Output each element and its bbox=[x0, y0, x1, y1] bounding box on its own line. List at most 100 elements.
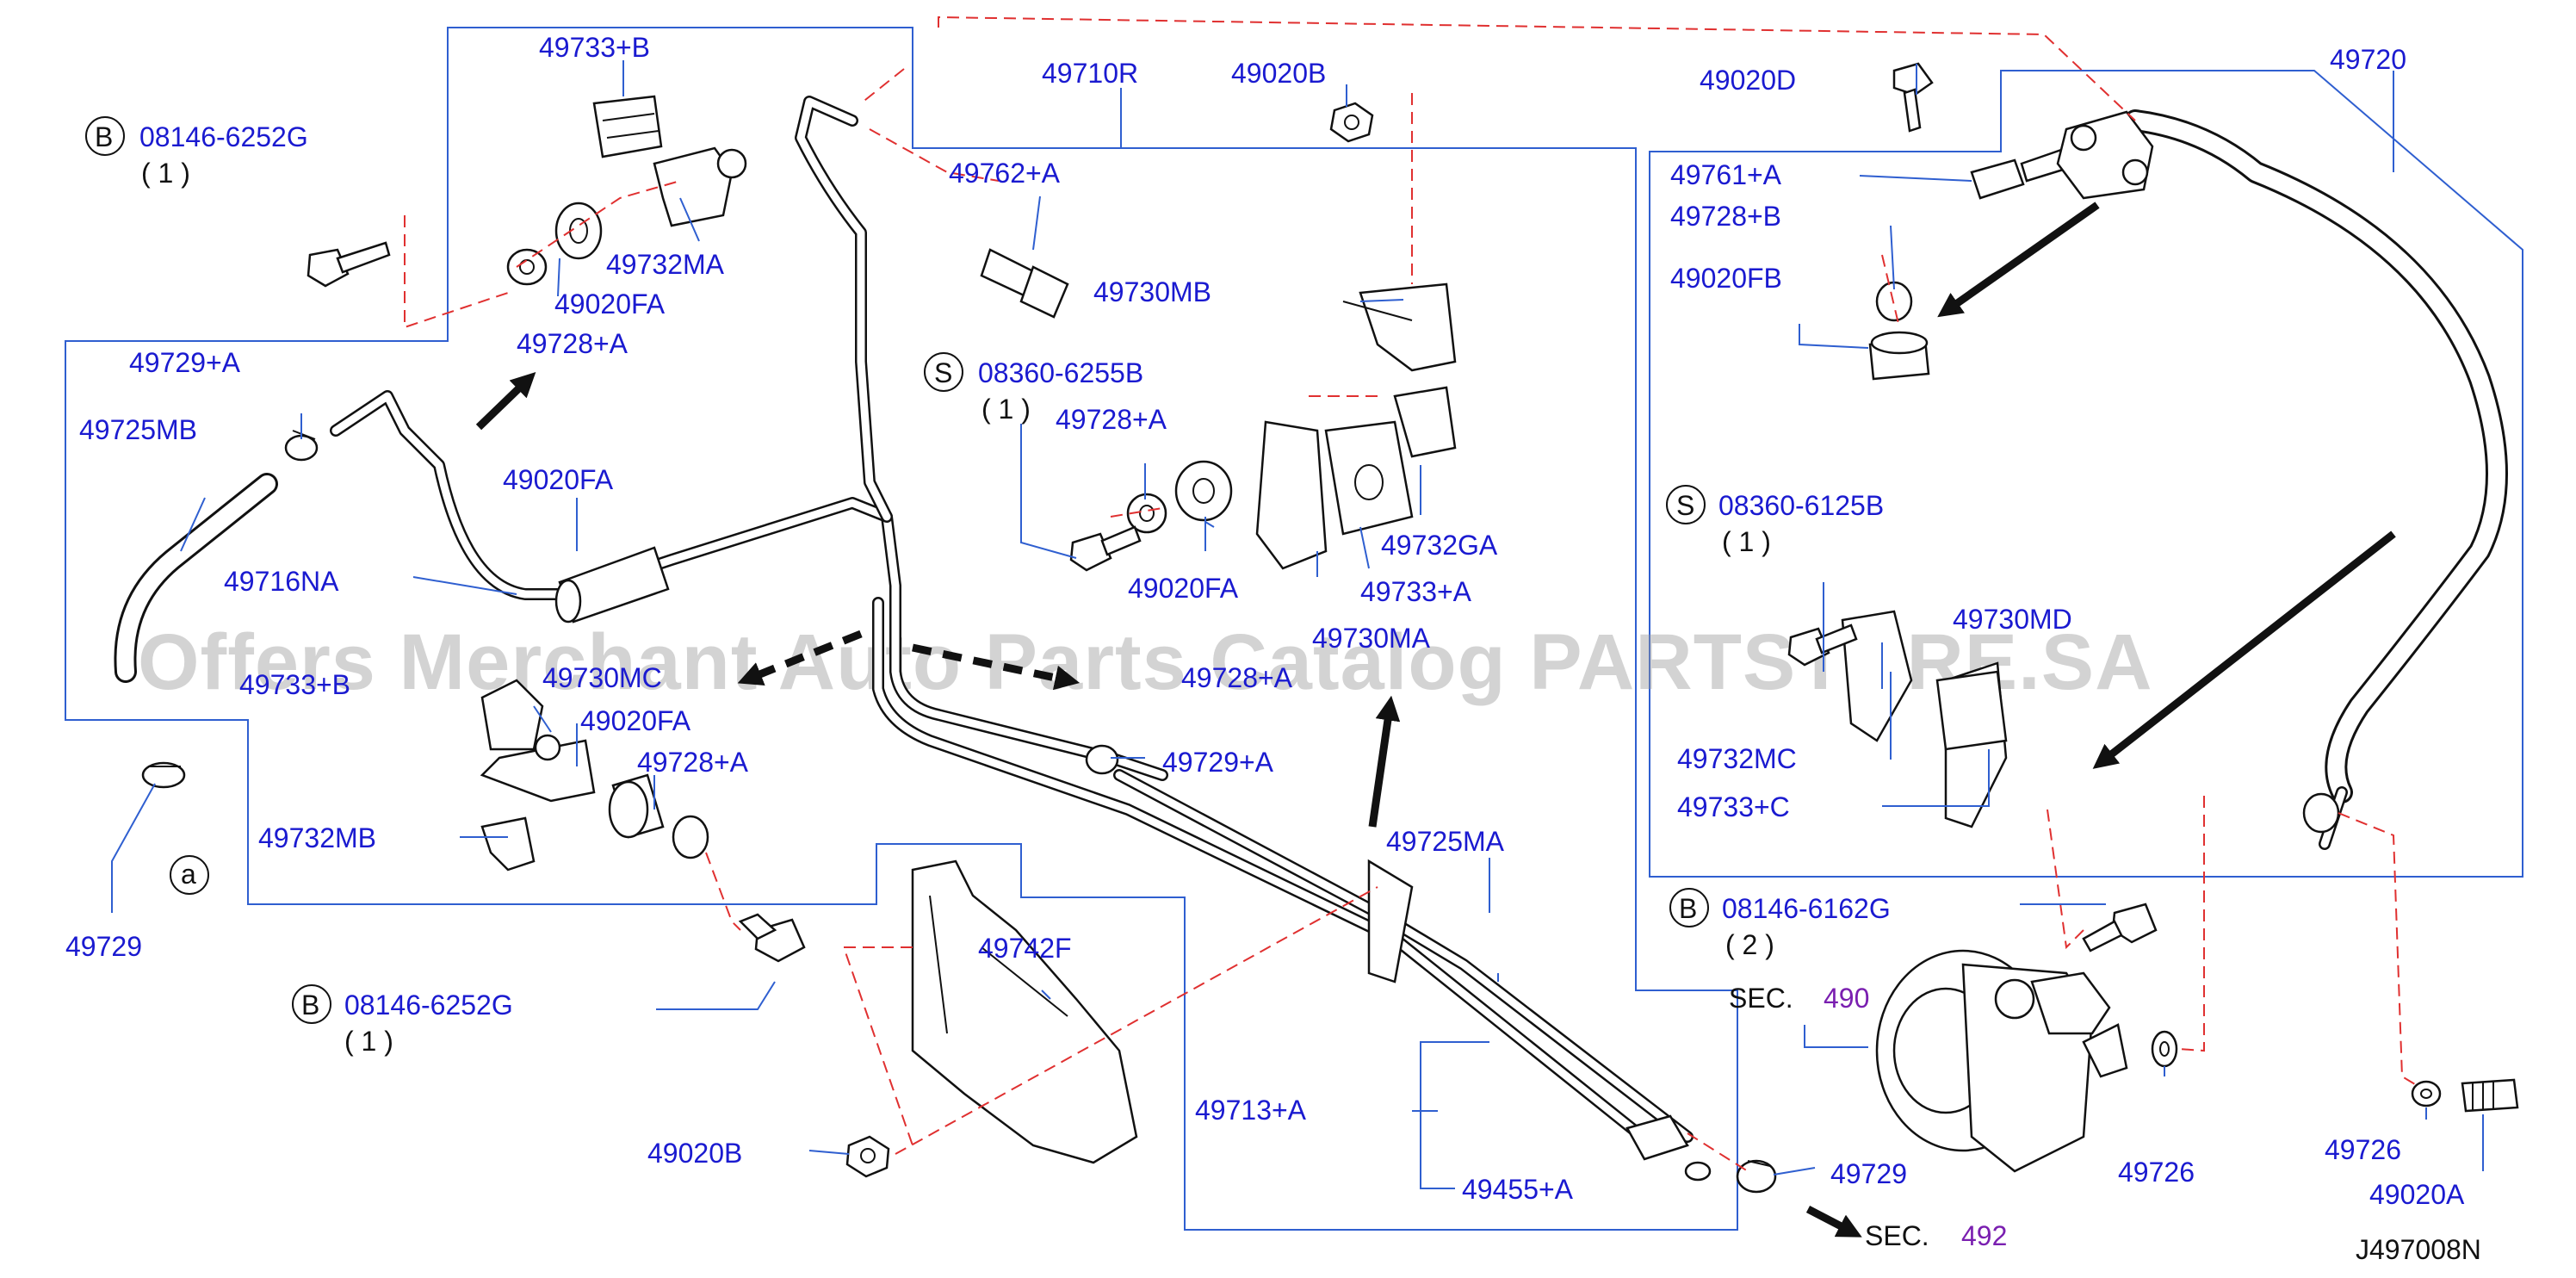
label-49728a-top: 49728+A bbox=[517, 328, 629, 359]
ref-a-marker: a bbox=[170, 855, 209, 895]
svg-text:( 1 ): ( 1 ) bbox=[344, 1026, 393, 1057]
svg-text:B: B bbox=[301, 990, 319, 1021]
callout-b-right: B 08146-6162G ( 2 ) bbox=[1669, 888, 1891, 960]
clip-49732mb bbox=[480, 816, 536, 872]
label-49725ma: 49725MA bbox=[1386, 826, 1505, 857]
label-49020b-bottom: 49020B bbox=[647, 1138, 742, 1169]
grommet-49020fa-low bbox=[608, 773, 665, 839]
svg-text:( 1 ): ( 1 ) bbox=[1722, 526, 1771, 557]
label-49732mb: 49732MB bbox=[258, 822, 376, 853]
svg-text:S: S bbox=[934, 357, 952, 388]
arrow-dashed-left bbox=[737, 630, 863, 686]
label-49730md: 49730MD bbox=[1953, 604, 2072, 635]
label-49732ga: 49732GA bbox=[1381, 530, 1498, 561]
label-49762a: 49762+A bbox=[949, 158, 1061, 189]
label-49730mc: 49730MC bbox=[542, 662, 662, 693]
collar-49728a-mid bbox=[1126, 493, 1167, 534]
nut-49020b-bottom bbox=[845, 1135, 890, 1178]
arrow-dashed-right bbox=[912, 643, 1081, 691]
bolt-08146-6162g bbox=[2082, 903, 2158, 952]
label-49732ma: 49732MA bbox=[606, 249, 725, 280]
svg-text:08146-6162G: 08146-6162G bbox=[1722, 893, 1891, 924]
label-49020b-top: 49020B bbox=[1231, 58, 1326, 89]
label-49020fa-low: 49020FA bbox=[580, 705, 691, 736]
label-49020fa-left: 49020FA bbox=[503, 464, 614, 495]
arrow-to-pipe-clip bbox=[475, 372, 536, 431]
section-ref-492: SEC. 492 bbox=[1865, 1220, 2007, 1251]
arrow-right-box-top bbox=[1937, 202, 2100, 318]
arrow-to-rubber-hose bbox=[1368, 695, 1401, 828]
svg-text:( 2 ): ( 2 ) bbox=[1725, 929, 1774, 960]
svg-text:490: 490 bbox=[1824, 983, 1869, 1014]
svg-text:SEC.: SEC. bbox=[1865, 1220, 1929, 1251]
grommet-49020fa-top bbox=[554, 202, 603, 260]
washer-49726-right bbox=[2411, 1080, 2442, 1107]
label-49728a-low: 49728+A bbox=[637, 747, 749, 778]
label-49732mc: 49732MC bbox=[1677, 743, 1797, 774]
label-49730mb: 49730MB bbox=[1093, 276, 1211, 307]
callout-s-right: S 08360-6125B ( 1 ) bbox=[1666, 485, 1884, 557]
label-49742f: 49742F bbox=[978, 933, 1072, 964]
bolt-08360-6255b bbox=[1069, 525, 1142, 572]
frame-main bbox=[65, 27, 1738, 1231]
svg-text:( 1 ): ( 1 ) bbox=[981, 394, 1031, 425]
label-49733b-mid: 49733+B bbox=[239, 669, 350, 700]
label-49729-bottom: 49729 bbox=[1830, 1158, 1907, 1189]
label-49020a: 49020A bbox=[2369, 1179, 2465, 1210]
bracket-49730ma bbox=[1255, 386, 1457, 570]
sleeve-49020fa-pipe bbox=[554, 546, 670, 623]
arrow-sec-492 bbox=[1805, 1206, 1862, 1238]
frame-right bbox=[1649, 70, 2523, 878]
label-49729-left: 49729 bbox=[65, 931, 142, 962]
svg-text:492: 492 bbox=[1961, 1220, 2007, 1251]
label-49733b-top: 49733+B bbox=[539, 32, 650, 63]
diagram-code: J497008N bbox=[2356, 1234, 2481, 1265]
callout-b-left-bottom: B 08146-6252G ( 1 ) bbox=[292, 984, 513, 1057]
bracket-49730mc bbox=[480, 679, 596, 803]
svg-text:S: S bbox=[1676, 490, 1694, 521]
label-49020d: 49020D bbox=[1700, 65, 1796, 96]
leader-lines bbox=[111, 60, 2484, 1189]
label-49726-mid: 49726 bbox=[2118, 1157, 2195, 1188]
svg-text:B: B bbox=[1679, 893, 1697, 924]
label-49729a-left: 49729+A bbox=[129, 347, 241, 378]
label-49733c: 49733+C bbox=[1677, 791, 1790, 822]
clamp-49729-bottom bbox=[1736, 1159, 1777, 1194]
collar-49728a-low bbox=[672, 815, 709, 859]
bolt-08146-6252g-top bbox=[307, 241, 391, 288]
label-49455a: 49455+A bbox=[1462, 1174, 1574, 1205]
label-49020fa-top: 49020FA bbox=[554, 288, 666, 320]
label-49020fa-mid: 49020FA bbox=[1128, 573, 1239, 604]
label-49730ma: 49730MA bbox=[1312, 623, 1431, 654]
label-49020fb: 49020FB bbox=[1670, 263, 1782, 294]
grommet-49020fb bbox=[1868, 331, 1930, 381]
clip-49732ma bbox=[653, 146, 747, 227]
svg-text:08360-6255B: 08360-6255B bbox=[978, 357, 1143, 388]
banjo-fitting bbox=[2302, 792, 2340, 834]
insulator-49733b-top bbox=[592, 95, 663, 158]
dash-lines bbox=[404, 16, 2420, 1172]
hose-fitting-49720 bbox=[2056, 110, 2154, 200]
label-49733a: 49733+A bbox=[1360, 576, 1472, 607]
clamp-49729a-mid bbox=[1085, 744, 1119, 775]
label-49725mb: 49725MB bbox=[79, 414, 197, 445]
svg-text:08360-6125B: 08360-6125B bbox=[1718, 490, 1884, 521]
power-steering-pump bbox=[1875, 949, 2128, 1173]
heat-shield-49742f bbox=[911, 859, 1138, 1164]
label-49726-right: 49726 bbox=[2325, 1134, 2401, 1165]
connector-49761a bbox=[1970, 146, 2073, 200]
label-49713a: 49713+A bbox=[1195, 1095, 1307, 1126]
insulator-49732mc bbox=[1935, 670, 2008, 751]
label-49720: 49720 bbox=[2330, 44, 2406, 75]
callout-s-middle: S 08360-6255B ( 1 ) bbox=[924, 352, 1143, 425]
clamp-49725ma bbox=[1367, 859, 1414, 983]
bolt-49020a bbox=[2461, 1078, 2519, 1113]
svg-text:B: B bbox=[95, 121, 113, 152]
label-49728a-mid: 49728+A bbox=[1056, 404, 1167, 435]
washer-49726-mid bbox=[2151, 1030, 2178, 1068]
svg-text:08146-6252G: 08146-6252G bbox=[139, 121, 308, 152]
svg-text:a: a bbox=[181, 859, 196, 890]
pipe-49716na-upper bbox=[330, 390, 574, 600]
callout-b-left-top: B 08146-6252G ( 1 ) bbox=[85, 116, 308, 189]
